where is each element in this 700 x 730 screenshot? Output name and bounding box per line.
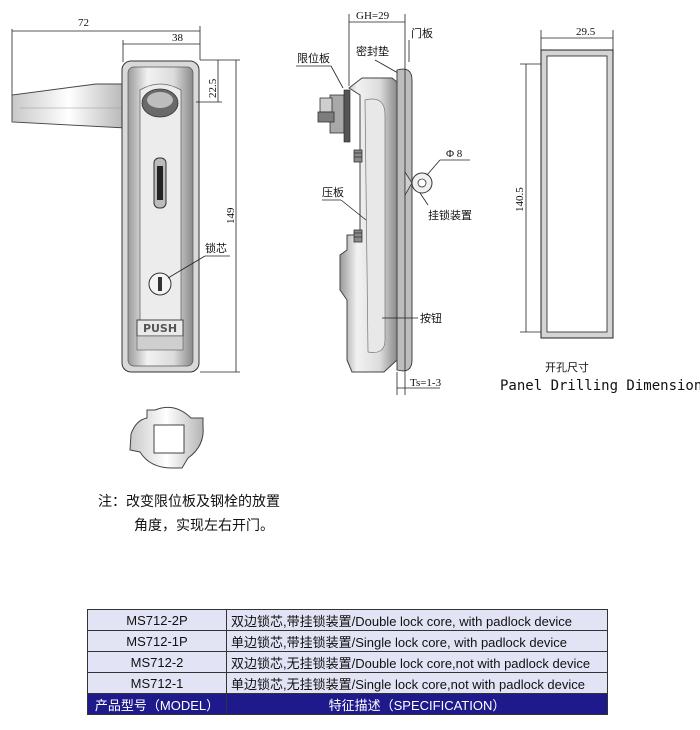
dim-38: 38 (172, 32, 184, 44)
label-seal: 密封垫 (356, 44, 389, 58)
label-phi-8: Φ 8 (446, 148, 463, 160)
model-cell: MS712-2 (87, 651, 227, 673)
label-button: 按钮 (420, 311, 442, 325)
panel-caption-cn: 开孔尺寸 (545, 360, 589, 374)
header-model: 产品型号（MODEL） (87, 693, 227, 715)
label-pressure-plate: 压板 (322, 185, 344, 199)
table-row: MS712-1P 单边锁芯,带挂锁装置/Single lock core, wi… (87, 630, 608, 652)
dim-149: 149 (225, 207, 237, 224)
front-view: 72 38 PUSH 22.5 149 锁芯 (11, 17, 240, 373)
label-padlock: 挂锁装置 (428, 208, 472, 222)
spec-cell: 单边锁芯,带挂锁装置/Single lock core, with padloc… (226, 630, 608, 652)
table-row: MS712-1 单边锁芯,无挂锁装置/Single lock core,not … (87, 672, 608, 694)
model-cell: MS712-2P (87, 609, 227, 631)
model-cell: MS712-1P (87, 630, 227, 652)
spec-cell: 双边锁芯,无挂锁装置/Double lock core,not with pad… (226, 651, 608, 673)
panel-caption-en: Panel Drilling Dimensions (500, 378, 700, 394)
note-line-2: 角度，实现左右开门。 (134, 518, 274, 534)
spec-table: MS712-2P 双边锁芯,带挂锁装置/Double lock core, wi… (87, 609, 608, 715)
spec-cell: 双边锁芯,带挂锁装置/Double lock core, with padloc… (226, 609, 608, 631)
dim-29-5: 29.5 (576, 26, 596, 38)
technical-drawing: 72 38 PUSH 22.5 149 锁芯 (11, 10, 700, 469)
side-view: GH=29 门板 密封垫 限位板 (296, 10, 472, 395)
table-header-row: 产品型号（MODEL） 特征描述（SPECIFICATION） (87, 693, 608, 715)
cam-detail (129, 406, 204, 469)
header-spec: 特征描述（SPECIFICATION） (226, 693, 608, 715)
label-lock-core: 锁芯 (205, 241, 227, 255)
table-row: MS712-2P 双边锁芯,带挂锁装置/Double lock core, wi… (87, 609, 608, 631)
table-row: MS712-2 双边锁芯,无挂锁装置/Double lock core,not … (87, 651, 608, 673)
label-limit-plate: 限位板 (297, 51, 330, 65)
label-door-panel: 门板 (411, 26, 433, 40)
model-cell: MS712-1 (87, 672, 227, 694)
dim-ts: Ts=1-3 (410, 377, 442, 389)
dim-72: 72 (78, 17, 89, 29)
push-label: PUSH (143, 322, 177, 335)
dim-140-5: 140.5 (514, 187, 526, 212)
note-line-1: 注：改变限位板及钢栓的放置 (98, 494, 280, 510)
dim-22-5: 22.5 (207, 78, 219, 98)
panel-cutout: 29.5 140.5 开孔尺寸 Panel Drilling Dimension… (500, 26, 700, 394)
dim-gh: GH=29 (356, 10, 390, 22)
spec-cell: 单边锁芯,无挂锁装置/Single lock core,not with pad… (226, 672, 608, 694)
